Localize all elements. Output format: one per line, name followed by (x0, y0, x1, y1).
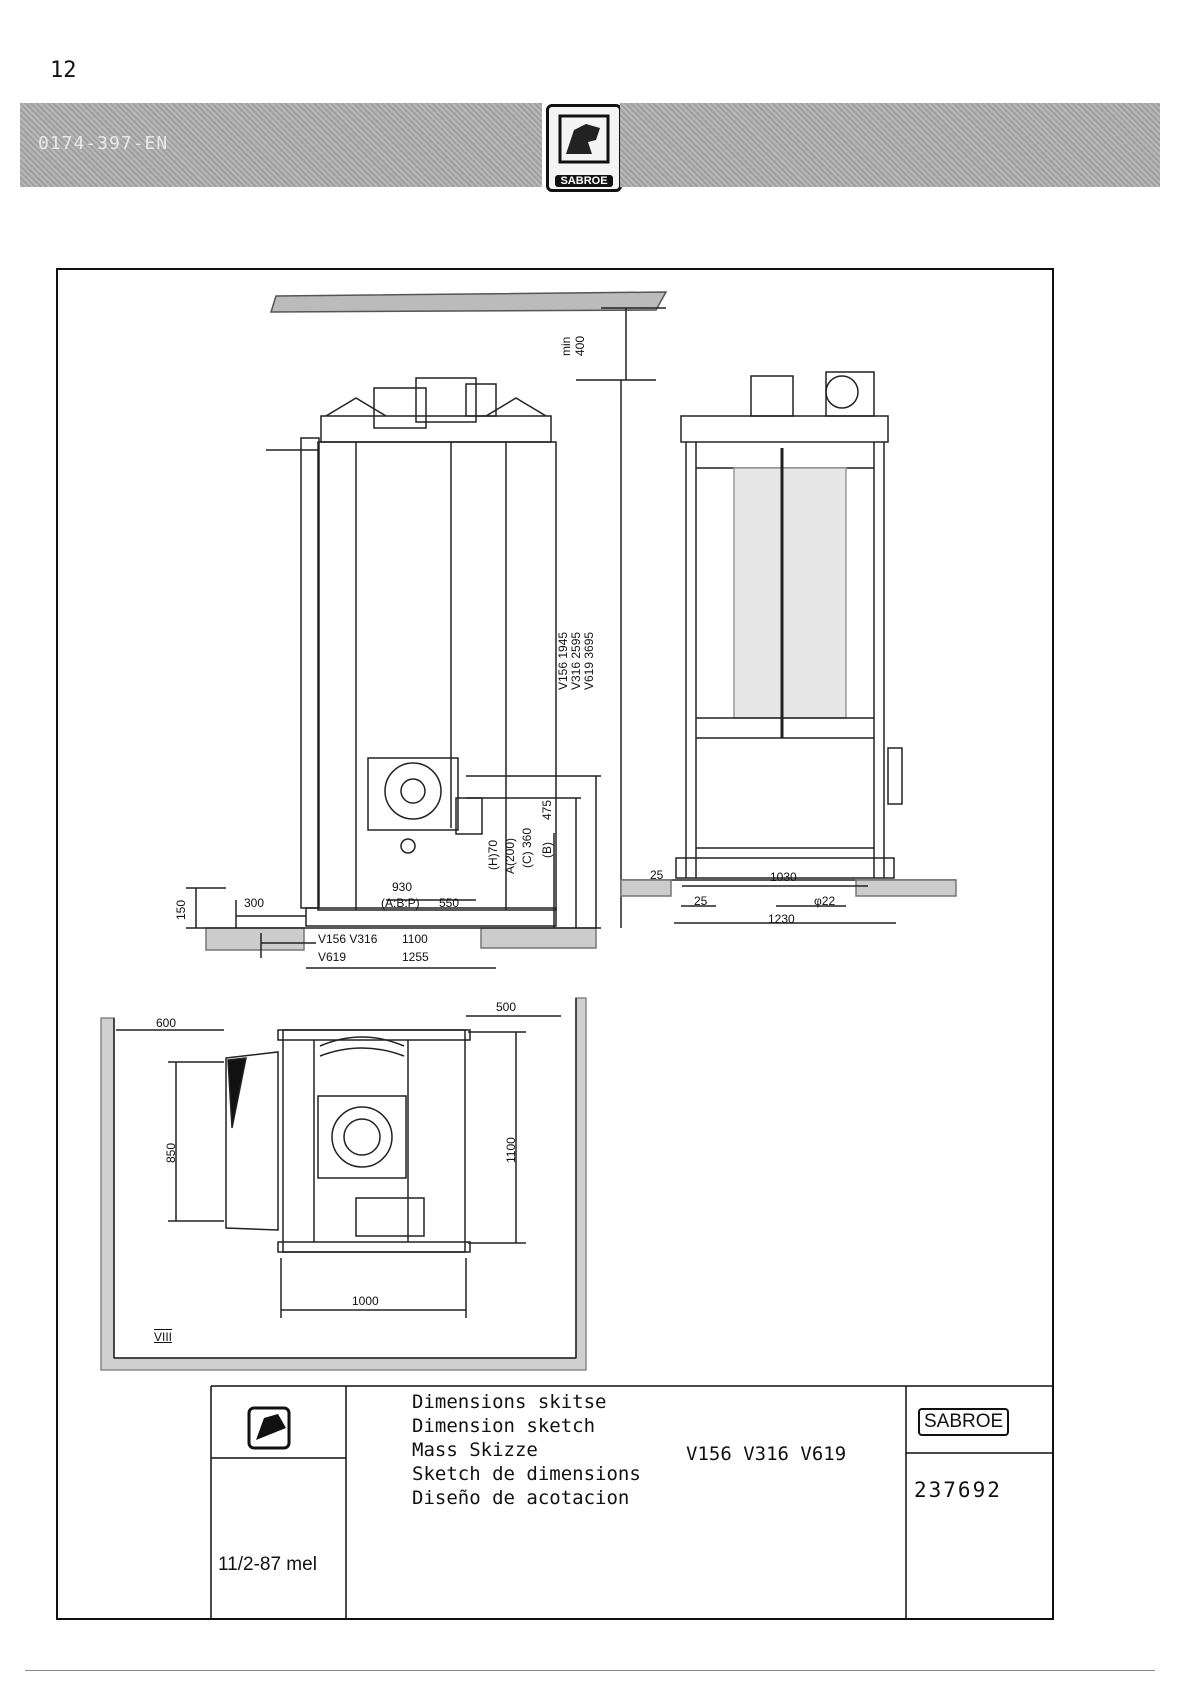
titleblock-models: V156 V316 V619 (686, 1443, 847, 1465)
header-code: 0174-397-EN (38, 133, 169, 154)
dim-25b: 25 (694, 894, 708, 908)
titleblock-drawing-number: 237692 (914, 1478, 1002, 1502)
dim-clearance-min400: min 400 (559, 335, 587, 356)
dim-850: 850 (164, 1142, 178, 1163)
front-view (620, 371, 957, 924)
dim-930: 930 (392, 880, 413, 894)
sabroe-logo: SABROE (546, 104, 622, 192)
titleblock-title-4: Sketch de dimensions (412, 1463, 641, 1485)
dim-1230: 1230 (768, 912, 795, 926)
dim-600: 600 (156, 1016, 177, 1030)
dim-500: 500 (496, 1000, 517, 1014)
dim-550: 550 (439, 896, 460, 910)
polar-bear-icon (558, 114, 610, 164)
dim-h70: (H)70 (486, 839, 500, 870)
page-number: 12 (50, 58, 77, 83)
logo-label: SABROE (555, 175, 613, 187)
dim-300: 300 (244, 896, 265, 910)
title-block-lines (210, 1385, 1054, 1620)
dim-1100: 1100 (504, 1137, 518, 1163)
dim-width-v619-label: V619 (318, 950, 347, 964)
titleblock-logo-icon (247, 1406, 291, 1450)
plan-view (100, 997, 587, 1371)
titleblock-title-2: Dimension sketch (412, 1415, 596, 1437)
dim-height-v156: V156 1945 (556, 631, 570, 690)
dim-abp: (A:B:P) (381, 896, 420, 910)
dim-b: (B) (540, 842, 554, 858)
dim-c360: (C) 360 (520, 827, 534, 868)
side-view (186, 291, 668, 969)
plan-roman-label: VIII (154, 1330, 173, 1344)
dim-150: 150 (174, 899, 188, 920)
dim-width-v156-v316-label: V156 V316 (318, 932, 378, 946)
frame-border (56, 268, 1054, 1620)
dim-width-v156-v316-value: 1100 (402, 932, 428, 946)
dim-1000: 1000 (352, 1294, 379, 1308)
dim-height-v619: V619 3695 (582, 631, 596, 690)
dim-25: 25 (650, 868, 664, 882)
dim-phi22: φ22 (814, 894, 836, 908)
bottom-rule (25, 1670, 1155, 1671)
titleblock-title-5: Diseño de acotacion (412, 1487, 630, 1509)
titleblock-title-3: Mass Skizze (412, 1439, 538, 1461)
titleblock-brand: SABROE (918, 1408, 1010, 1436)
titleblock-title-1: Dimensions skitse (412, 1391, 607, 1413)
drawing-svg (56, 268, 1054, 1620)
drawing-frame: min 400 V156 1945 V316 2595 V619 3695 47… (56, 268, 1056, 1622)
dim-a200: A(200) (503, 837, 517, 874)
titleblock-date: 11/2-87 mel (218, 1554, 317, 1575)
dim-475: 475 (540, 799, 554, 820)
dim-1030: 1030 (770, 870, 797, 884)
dim-width-v619-value: 1255 (402, 950, 429, 964)
dim-height-v316: V316 2595 (569, 631, 583, 690)
header-band-right (620, 103, 1160, 187)
header-band-left: 0174-397-EN (20, 103, 542, 187)
